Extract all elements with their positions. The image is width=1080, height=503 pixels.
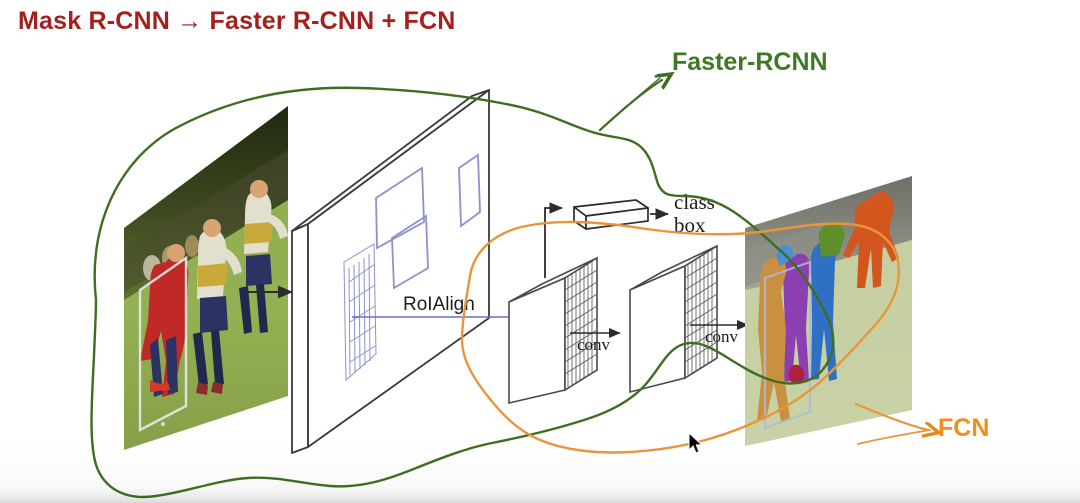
segmentation-output-image [745,176,912,446]
fcn-arrow-tail [857,429,931,445]
conv-label-1: conv [577,335,611,354]
fcn-label: FCN [938,414,990,442]
mask-crimson [788,364,804,384]
faster-rcnn-loop [90,86,835,499]
feature-map-rois [375,153,481,290]
conv-block-2 [629,244,718,394]
mouse-cursor [688,432,703,454]
conv-block-1 [508,256,598,405]
faster-rcnn-arrow-tail [599,77,661,131]
feature-map-slab [291,89,490,454]
mask-orange [843,191,899,288]
fcn-loop [460,220,901,454]
conv-label-2: conv [705,327,739,346]
input-image [124,106,288,450]
class-label: class [674,190,715,214]
roi-grid [343,243,377,382]
roialign-label: RoIAlign [403,294,475,315]
page-title: Mask R-CNN → Faster R-CNN + FCN [18,7,456,35]
faster-rcnn-label: Faster-RCNN [672,48,828,76]
mask-green [818,222,845,257]
arrow-to-fc-head [544,202,563,278]
fcn-arrow [854,402,928,430]
mask-purple [783,253,811,383]
